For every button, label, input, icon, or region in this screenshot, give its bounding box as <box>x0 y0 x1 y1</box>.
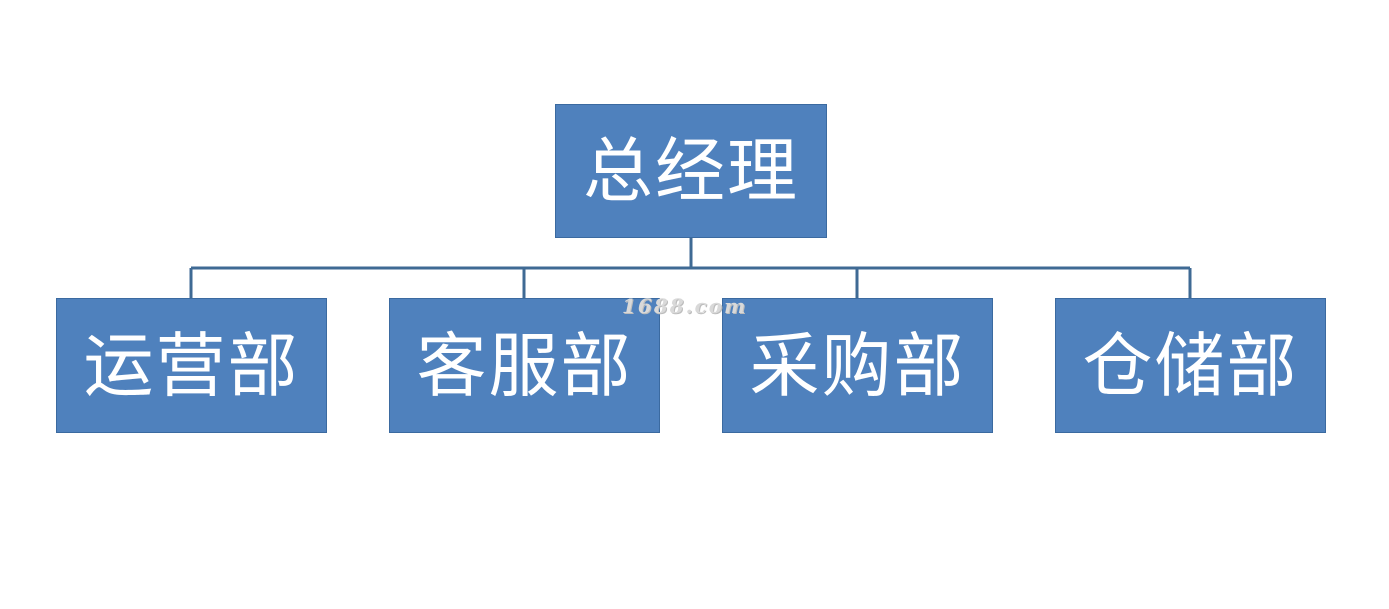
node-label: 运营部 <box>83 324 300 407</box>
node-label: 仓储部 <box>1082 324 1299 407</box>
watermark-text: 1688.com <box>622 294 748 318</box>
node-general-manager: 总经理 <box>555 104 827 238</box>
node-label: 采购部 <box>749 324 966 407</box>
node-label: 客服部 <box>416 324 633 407</box>
node-customer-service-dept: 客服部 <box>389 298 660 433</box>
node-warehouse-dept: 仓储部 <box>1055 298 1326 433</box>
node-label: 总经理 <box>583 130 799 212</box>
node-purchasing-dept: 采购部 <box>722 298 993 433</box>
node-operations-dept: 运营部 <box>56 298 327 433</box>
